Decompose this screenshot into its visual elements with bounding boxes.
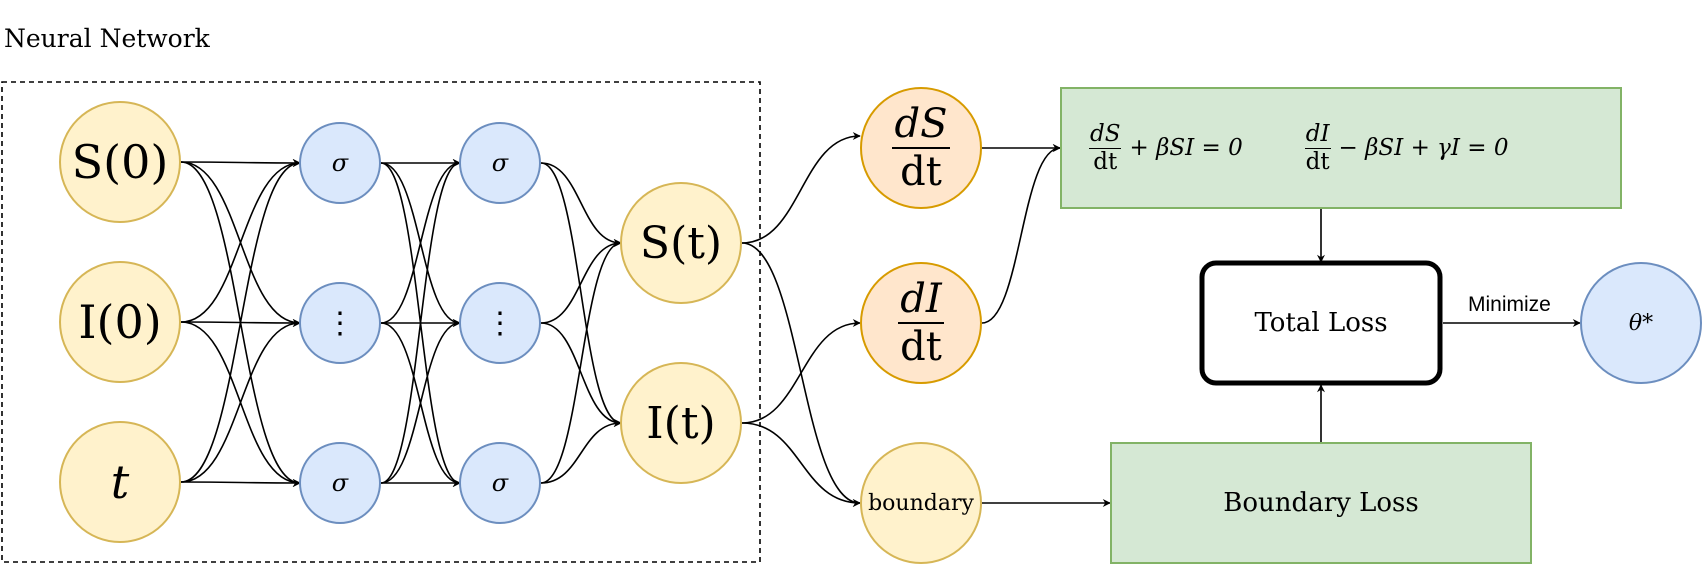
boundary-loss-label: Boundary Loss <box>1223 488 1419 518</box>
input-label-t: t <box>110 455 130 509</box>
edge-it-boundary <box>741 422 861 507</box>
edge-input2-l1-1 <box>180 319 301 483</box>
total-loss-label: Total Loss <box>1254 308 1388 338</box>
output-label-st: S(t) <box>639 217 723 269</box>
output-label-it: I(t) <box>646 397 716 449</box>
hidden-label-l1-mid: ⋮ <box>325 305 355 341</box>
input-node-t <box>59 421 181 543</box>
neural-network-label: Neural Network <box>4 24 210 53</box>
input-label-s0: S(0) <box>71 135 169 189</box>
edge-input0-l1-0 <box>180 158 301 167</box>
minimize-label: Minimize <box>1468 293 1551 316</box>
edge-l2-0-out-0 <box>540 162 622 247</box>
edge-input2-l1-0 <box>180 159 301 483</box>
output-node-st <box>620 182 742 304</box>
hidden-node-l1-mid <box>299 282 381 364</box>
hidden-node-l1-top <box>299 122 381 204</box>
edge-it-di <box>741 319 861 424</box>
edge-l1-2-l2-0 <box>380 159 461 484</box>
hidden-label-l2-mid: ⋮ <box>485 305 515 341</box>
edge-l2-1-out-0 <box>540 239 622 324</box>
edge-input2-l1-2 <box>180 478 301 487</box>
hidden-label-l1-top: σ <box>331 149 349 177</box>
hidden-label-l2-bot: σ <box>491 469 509 497</box>
hidden-node-l2-mid <box>459 282 541 364</box>
edge-l1-2-l2-1 <box>380 319 461 484</box>
edge-st-ds <box>741 132 861 244</box>
theta-label: θ* <box>1628 310 1654 336</box>
hidden-node-l2-bot <box>459 442 541 524</box>
edge-l1-1-l2-0 <box>380 159 461 324</box>
diagram-nodes <box>59 87 1702 564</box>
input-node-s0 <box>59 101 181 223</box>
output-node-it <box>620 362 742 484</box>
neural-network-group <box>1 81 761 563</box>
boundary-loss-box <box>1110 442 1532 564</box>
hidden-node-l2-top <box>459 122 541 204</box>
boundary-node-label: boundary <box>868 490 974 516</box>
hidden-node-l1-bot <box>299 442 381 524</box>
edge-l2-2-out-0 <box>540 239 622 484</box>
input-label-i0: I(0) <box>78 295 162 349</box>
hidden-label-l2-top: σ <box>491 149 509 177</box>
edge-l2-1-out-1 <box>540 322 622 427</box>
connection-edges <box>180 132 1581 507</box>
boundary-node <box>860 442 982 564</box>
edge-di-ode <box>981 144 1061 324</box>
theta-node <box>1580 262 1702 384</box>
edge-l2-0-out-1 <box>540 162 622 427</box>
hidden-label-l1-bot: σ <box>331 469 349 497</box>
edge-input1-l1-0 <box>180 159 301 323</box>
input-node-i0 <box>59 261 181 383</box>
ode-residual-box <box>1060 87 1622 209</box>
total-loss-box <box>1199 260 1443 386</box>
edge-l2-2-out-1 <box>540 419 622 484</box>
